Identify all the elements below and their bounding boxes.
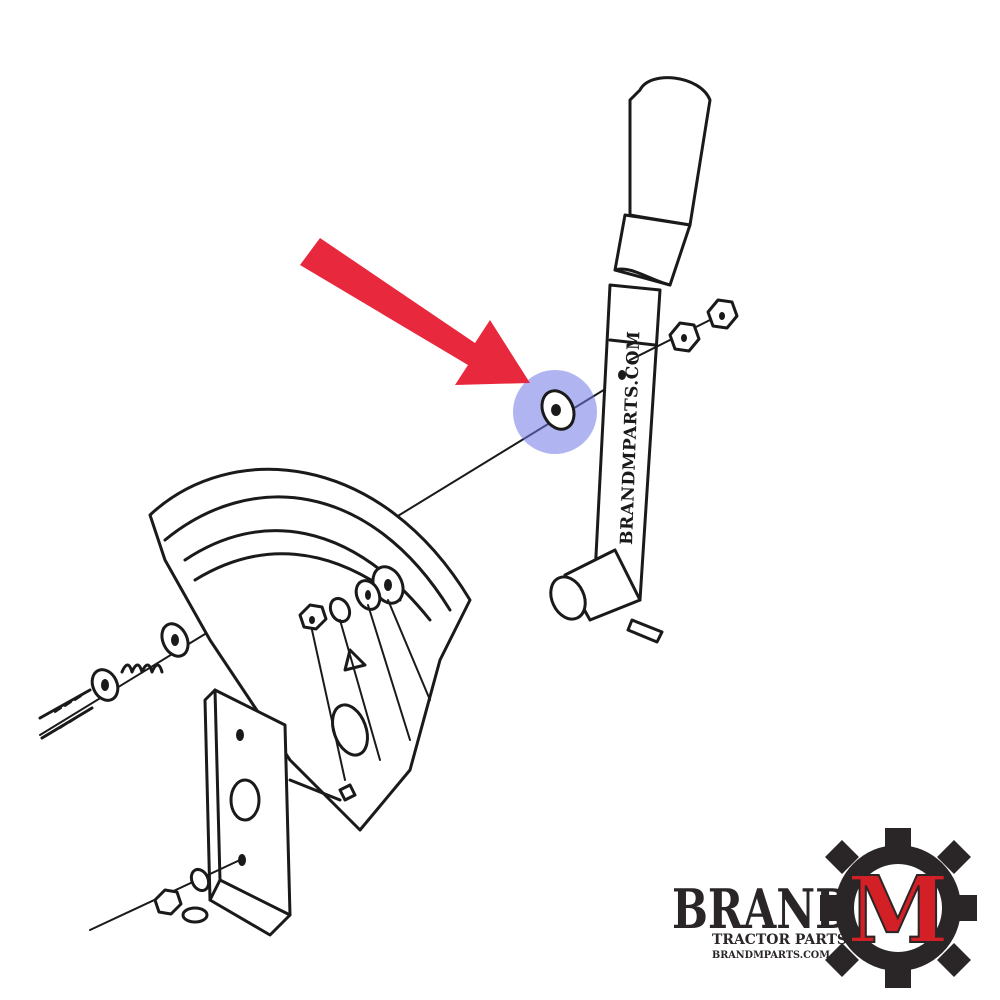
hex-nut bbox=[298, 603, 328, 631]
lever-grip bbox=[613, 76, 712, 287]
logo-site: BRANDMPARTS.COM bbox=[712, 950, 830, 961]
brandm-logo: M BRAND TRACTOR PARTS BRANDMPARTS.COM bbox=[672, 828, 977, 988]
quadrant-washer-small bbox=[354, 579, 382, 611]
quadrant-plate bbox=[148, 467, 472, 832]
logo-word: BRAND bbox=[672, 877, 852, 941]
spring-washer bbox=[160, 622, 190, 658]
leader-lines bbox=[311, 599, 431, 781]
lock-washer bbox=[328, 596, 352, 624]
logo-tagline: TRACTOR PARTS bbox=[712, 932, 847, 948]
lever-hub bbox=[549, 548, 642, 622]
gear-icon bbox=[820, 828, 977, 988]
bracket-lock-washer bbox=[189, 867, 211, 893]
callout-arrow bbox=[300, 238, 530, 385]
spring bbox=[120, 663, 164, 674]
logo-letter: M bbox=[847, 856, 949, 964]
mounting-bracket bbox=[203, 688, 292, 937]
bracket-washer bbox=[181, 906, 209, 924]
lever-nut bbox=[668, 321, 701, 353]
highlighted-washer bbox=[513, 370, 597, 454]
lever-jam-nut bbox=[706, 298, 739, 330]
shaft-bolt bbox=[38, 688, 94, 740]
roll-pin bbox=[626, 618, 664, 644]
lever-arm: BRANDMPARTS.COM bbox=[593, 283, 662, 602]
shaft-washer bbox=[90, 668, 120, 702]
bracket-nut bbox=[153, 888, 183, 916]
